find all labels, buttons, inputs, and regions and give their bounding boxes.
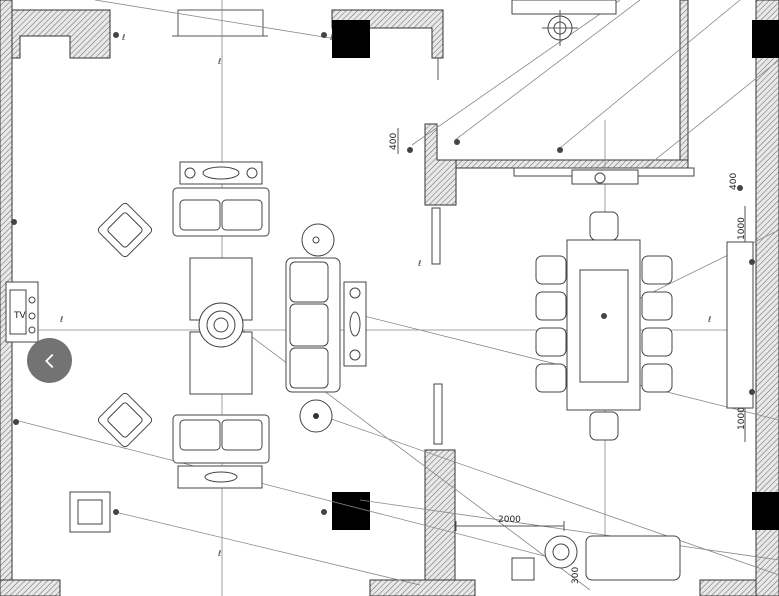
dim-1000-top: 1000 (737, 217, 747, 240)
tag-symbol: ℓ (217, 57, 221, 66)
door-posts (431, 58, 443, 445)
tag-markers: ℓ ℓ ℓ ℓ ℓ ℓ ℓ (11, 32, 755, 558)
top-window (172, 9, 268, 37)
tv-unit: TV (5, 281, 39, 343)
living-room-furniture (69, 161, 367, 533)
tv-label: TV (13, 311, 26, 321)
tag-symbol: ℓ (707, 315, 711, 324)
dim-2000: 2000 (498, 515, 521, 525)
bottom-bench (511, 535, 681, 581)
counter (513, 167, 695, 185)
tag-symbol: ℓ (59, 315, 63, 324)
dim-400-left: 400 (389, 133, 399, 150)
tag-symbol: ℓ (329, 33, 333, 42)
ceiling-light (511, 0, 617, 46)
chevron-left-icon (44, 353, 53, 368)
tag-symbol: ℓ (417, 259, 421, 268)
dining-table (535, 211, 673, 441)
right-cabinet (726, 206, 754, 442)
tag-symbol: ℓ (121, 33, 125, 42)
back-button[interactable] (27, 338, 72, 383)
tag-symbol: ℓ (217, 549, 221, 558)
dimensions: 2000 1000 1000 400 400 300 (389, 128, 747, 584)
dim-400-right: 400 (729, 173, 739, 190)
dim-1000-bottom: 1000 (737, 407, 747, 430)
dim-300-bottom: 300 (571, 567, 581, 584)
